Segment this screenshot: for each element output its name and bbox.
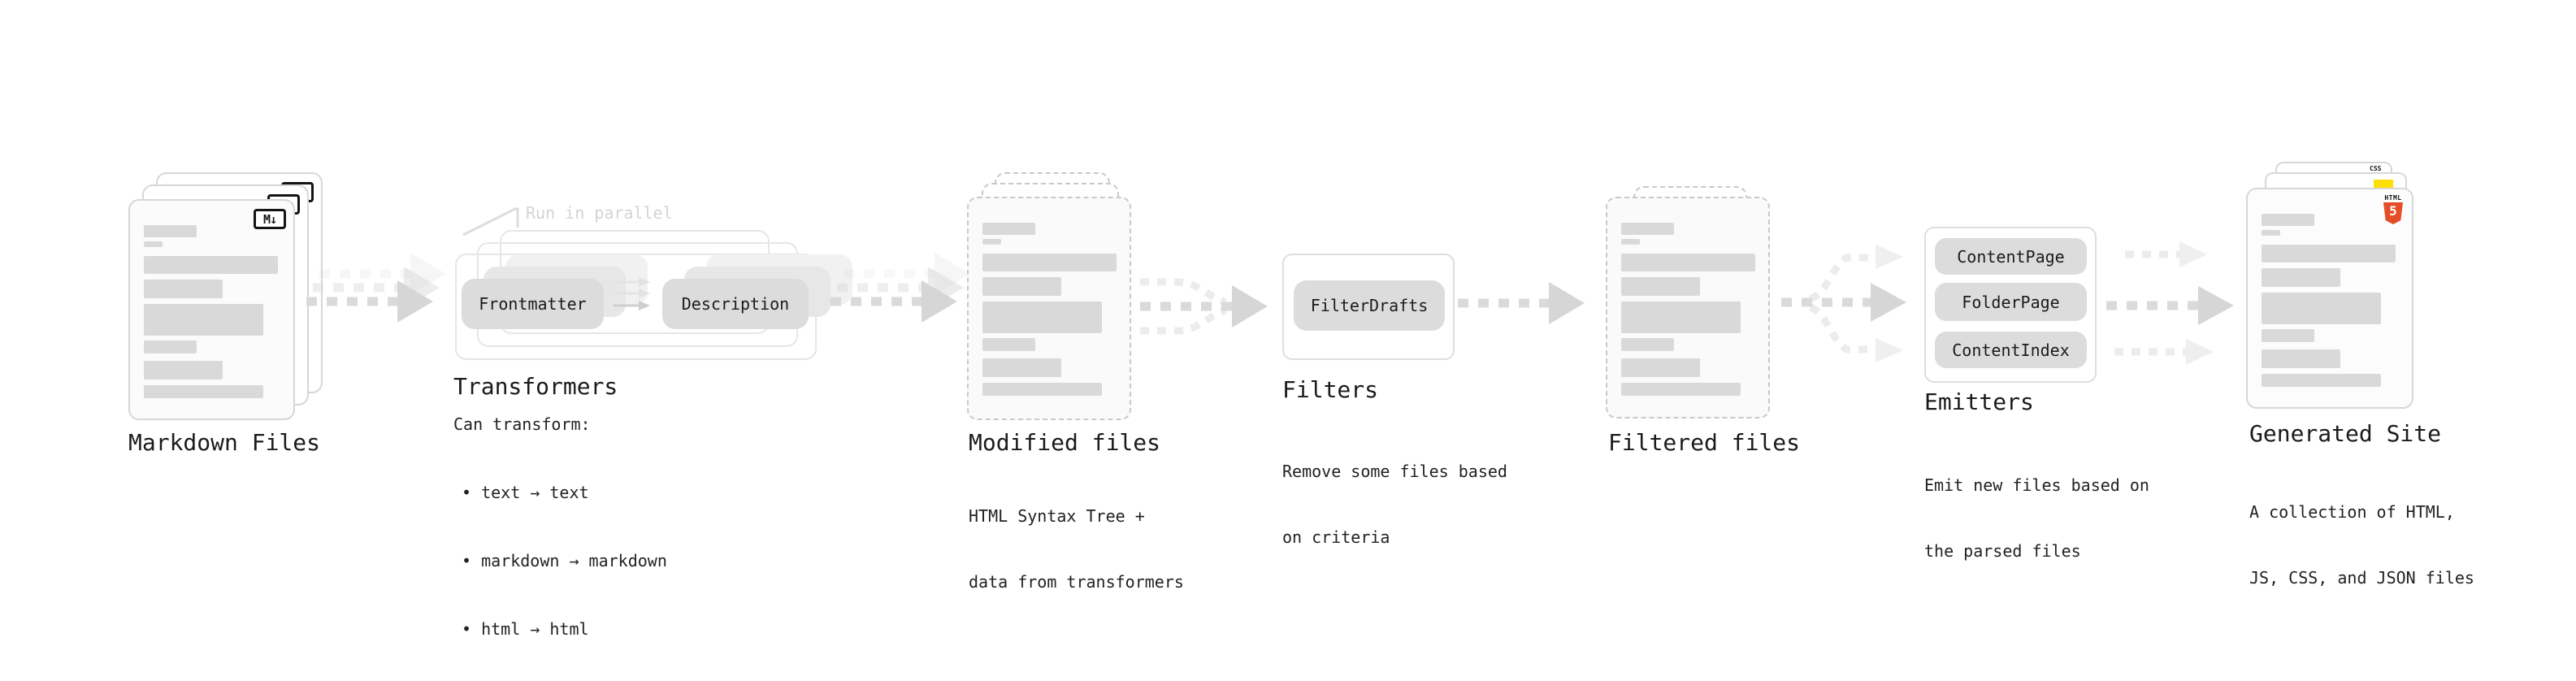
arrow-emitters-to-generated bbox=[2106, 241, 2234, 365]
arrow-filters-to-filtered bbox=[1458, 282, 1585, 324]
desc-line: the parsed files bbox=[1924, 541, 2081, 561]
skeleton-bar bbox=[1621, 254, 1755, 271]
bullet-item: • markdown → markdown bbox=[462, 551, 667, 570]
modified-files-desc: HTML Syntax Tree + data from transformer… bbox=[969, 462, 1184, 637]
css-badge: CSS bbox=[2370, 165, 2382, 172]
skeleton-bar bbox=[982, 383, 1102, 396]
arrow-filtered-to-emitters bbox=[1781, 245, 1906, 362]
skeleton-bar bbox=[982, 254, 1117, 271]
desc-line: Remove some files based bbox=[1282, 462, 1507, 481]
skeleton-bar bbox=[2262, 349, 2340, 368]
skeleton-bar bbox=[982, 223, 1035, 235]
skeleton-bar bbox=[2262, 374, 2381, 387]
skeleton-bar bbox=[144, 241, 163, 247]
file-card-dashed bbox=[1606, 197, 1770, 419]
skeleton-bar bbox=[982, 301, 1102, 333]
stage-label-transformers: Transformers bbox=[453, 373, 618, 400]
skeleton-bar bbox=[1621, 383, 1741, 396]
file-card: M↓ bbox=[128, 199, 295, 420]
arrow-modified-to-filters bbox=[1140, 278, 1268, 335]
skeleton-bar bbox=[982, 338, 1035, 351]
skeleton-bar bbox=[144, 361, 223, 380]
skeleton-bar bbox=[144, 256, 278, 274]
filter-box-filterdrafts: FilterDrafts bbox=[1294, 280, 1445, 331]
emitter-box-folderpage: FolderPage bbox=[1935, 283, 2087, 321]
skeleton-bar bbox=[982, 277, 1061, 296]
markdown-icon: M↓ bbox=[254, 209, 286, 229]
skeleton-bar bbox=[2262, 214, 2314, 226]
desc-line: data from transformers bbox=[969, 572, 1184, 592]
stage-label-filtered-files: Filtered files bbox=[1608, 429, 1801, 456]
desc-line: JS, CSS, and JSON files bbox=[2249, 568, 2474, 588]
skeleton-bar bbox=[2262, 329, 2314, 342]
stage-label-filters: Filters bbox=[1282, 376, 1379, 403]
html5-icon-shield: 5 bbox=[2383, 202, 2403, 224]
skeleton-bar bbox=[1621, 223, 1674, 235]
html5-icon-word: HTML bbox=[2384, 194, 2402, 202]
transformer-box-description: Description bbox=[662, 279, 809, 329]
file-card-dashed bbox=[967, 197, 1131, 420]
skeleton-bar bbox=[2262, 230, 2280, 236]
site-file-card-html: HTML 5 bbox=[2246, 188, 2413, 409]
emitters-desc: Emit new files based on the parsed files bbox=[1924, 431, 2149, 606]
skeleton-bar bbox=[2262, 293, 2381, 324]
transformer-box-frontmatter: Frontmatter bbox=[462, 279, 604, 329]
skeleton-bar bbox=[1621, 358, 1700, 377]
html5-icon: HTML 5 bbox=[2383, 194, 2404, 224]
desc-line: Emit new files based on bbox=[1924, 475, 2149, 495]
run-in-parallel-note: Run in parallel bbox=[526, 203, 673, 223]
skeleton-bar bbox=[1621, 338, 1674, 351]
emitter-box-contentpage: ContentPage bbox=[1935, 238, 2087, 275]
transformers-bullet-list: • text → text • markdown → markdown • ht… bbox=[462, 436, 667, 681]
arrow-markdown-to-transformers bbox=[306, 253, 446, 323]
skeleton-bar bbox=[982, 358, 1061, 377]
skeleton-bar bbox=[144, 385, 263, 398]
skeleton-bar bbox=[144, 340, 197, 354]
stage-label-emitters: Emitters bbox=[1924, 388, 2034, 415]
js-badge bbox=[2374, 180, 2393, 189]
bullet-item: • text → text bbox=[462, 483, 589, 502]
skeleton-bar bbox=[144, 304, 263, 336]
stage-label-generated-site: Generated Site bbox=[2249, 420, 2442, 447]
skeleton-bar bbox=[144, 225, 197, 237]
generated-site-desc: A collection of HTML, JS, CSS, and JSON … bbox=[2249, 458, 2474, 633]
bullet-item: • html → html bbox=[462, 619, 589, 639]
skeleton-bar bbox=[1621, 301, 1741, 333]
desc-line: on criteria bbox=[1282, 527, 1390, 547]
skeleton-bar bbox=[144, 280, 223, 298]
emitter-box-contentindex: ContentIndex bbox=[1935, 332, 2087, 368]
skeleton-bar bbox=[2262, 268, 2340, 287]
skeleton-bar bbox=[1621, 277, 1700, 296]
filters-desc: Remove some files based on criteria bbox=[1282, 417, 1507, 592]
skeleton-bar bbox=[1621, 239, 1640, 245]
desc-line: A collection of HTML, bbox=[2249, 502, 2455, 522]
desc-line: HTML Syntax Tree + bbox=[969, 506, 1145, 526]
stage-label-markdown-files: Markdown Files bbox=[128, 429, 321, 456]
skeleton-bar bbox=[2262, 245, 2396, 262]
skeleton-bar bbox=[982, 239, 1001, 245]
stage-label-modified-files: Modified files bbox=[969, 429, 1161, 456]
html5-icon-number: 5 bbox=[2389, 203, 2397, 219]
transformers-desc-title: Can transform: bbox=[453, 414, 591, 434]
